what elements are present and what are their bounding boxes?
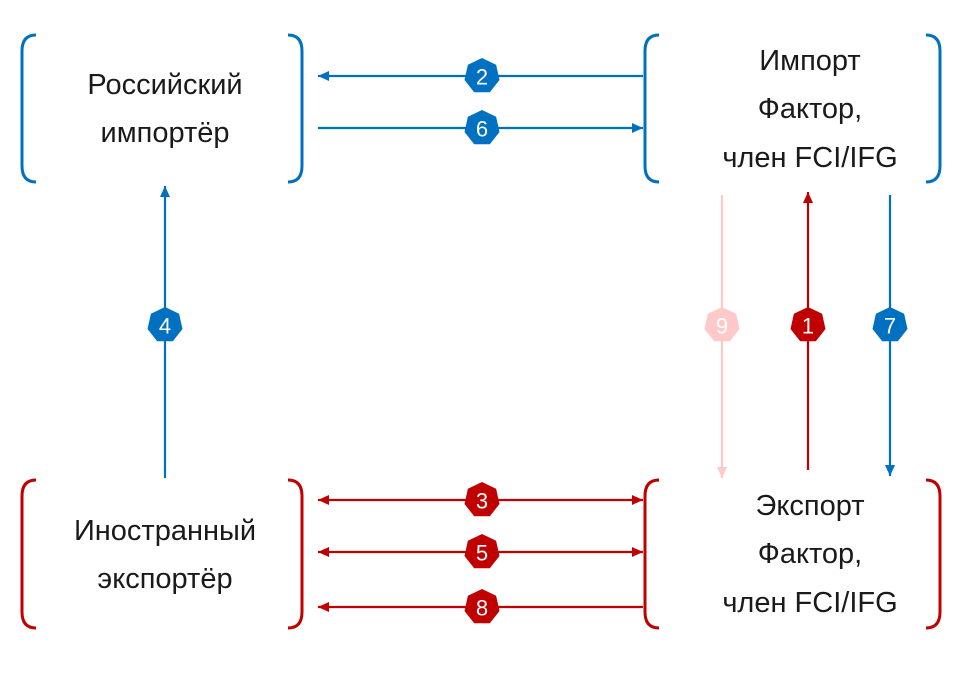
step-number: 3 [476, 489, 488, 514]
step-number: 2 [476, 65, 488, 90]
node-russian-importer: Российский импортёр [87, 69, 242, 149]
left-bracket [643, 33, 660, 184]
arrowhead [803, 192, 813, 203]
node-label-line: экспортёр [97, 563, 232, 595]
step-number: 7 [884, 314, 896, 339]
node-label-line: Фактор, [758, 538, 862, 570]
node-label-line: импортёр [101, 117, 230, 149]
step-badge [790, 307, 826, 342]
arrowhead [318, 495, 329, 505]
arrowhead [717, 467, 727, 478]
step-badge [464, 58, 500, 93]
node-label-line: Импорт [759, 45, 860, 77]
right-bracket [925, 33, 942, 184]
step-badge [147, 307, 183, 342]
flow-arrow-step-6: 6 [318, 110, 643, 145]
node-foreign-exporter: Иностранный экспортёр [74, 515, 256, 595]
step-badge [464, 482, 500, 517]
arrowhead [318, 602, 329, 612]
flow-arrow-step-9: 9 [704, 195, 740, 478]
step-number: 9 [716, 314, 728, 339]
step-number: 1 [802, 314, 814, 339]
arrowhead [318, 547, 329, 557]
step-number: 8 [476, 596, 488, 621]
step-badge [704, 307, 740, 342]
step-number: 4 [159, 314, 171, 339]
step-number: 5 [476, 541, 488, 566]
flow-arrow-step-1: 1 [790, 192, 826, 470]
step-badge [464, 534, 500, 569]
node-label-line: член FCI/IFG [722, 142, 897, 174]
left-bracket [20, 33, 37, 184]
node-export-factor: Экспорт Фактор, член FCI/IFG [722, 490, 897, 619]
arrowhead [318, 71, 329, 81]
step-badge [464, 589, 500, 624]
right-bracket [287, 478, 304, 630]
arrowhead [885, 465, 895, 476]
arrowhead [632, 123, 643, 133]
flow-arrow-step-7: 7 [872, 195, 908, 476]
arrowhead [632, 547, 643, 557]
step-badge [464, 110, 500, 145]
node-label-line: Экспорт [756, 490, 865, 522]
left-bracket [643, 478, 660, 630]
arrowhead [160, 186, 170, 197]
arrowhead [632, 495, 643, 505]
flow-arrow-step-8: 8 [318, 589, 643, 624]
right-bracket [287, 33, 304, 184]
flow-arrow-step-2: 2 [318, 58, 643, 93]
node-label-line: член FCI/IFG [722, 587, 897, 619]
flow-arrow-step-3: 3 [318, 482, 643, 517]
left-bracket [20, 478, 37, 630]
node-label-line: Иностранный [74, 515, 256, 547]
flow-arrow-step-4: 4 [147, 186, 183, 478]
step-number: 6 [476, 117, 488, 142]
node-label-line: Фактор, [758, 93, 862, 125]
flow-arrow-step-5: 5 [318, 534, 643, 569]
node-import-factor: Импорт Фактор, член FCI/IFG [722, 45, 897, 174]
step-badge [872, 307, 908, 342]
node-label-line: Российский [87, 69, 242, 101]
right-bracket [925, 478, 942, 630]
